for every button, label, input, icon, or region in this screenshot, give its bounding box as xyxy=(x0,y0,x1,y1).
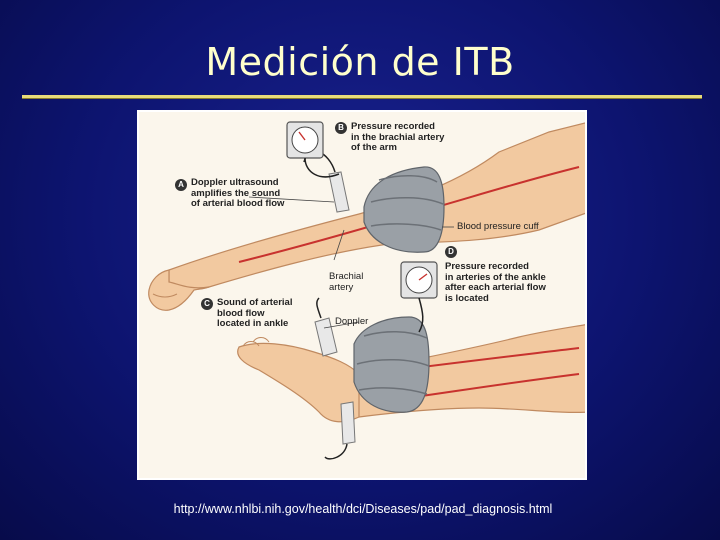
ankle-cuff xyxy=(353,316,430,413)
source-url[interactable]: http://www.nhlbi.nih.gov/health/dci/Dise… xyxy=(173,502,553,516)
callout-text-a: Doppler ultrasound amplifies the sound o… xyxy=(191,177,285,209)
callout-badge-d: D xyxy=(445,246,457,258)
callout-text-c: Sound of arterial blood flow located in … xyxy=(217,297,293,329)
title-divider xyxy=(22,95,702,99)
arm-pressure-gauge xyxy=(286,121,340,178)
callout-text-d: Pressure recorded in arteries of the ank… xyxy=(445,261,546,304)
arm-cuff xyxy=(363,166,445,253)
arm xyxy=(168,122,585,290)
slide-title: Medición de ITB xyxy=(205,40,515,84)
ankle-doppler-probe xyxy=(314,297,356,460)
abi-measurement-illustration: A Doppler ultrasound amplifies the sound… xyxy=(137,110,587,480)
callout-badge-b: B xyxy=(335,122,347,134)
brachial-artery-label: Brachial artery xyxy=(329,271,364,293)
callout-badge-a: A xyxy=(175,179,187,191)
callout-text-b: Pressure recorded in the brachial artery… xyxy=(351,121,445,153)
illustration-drawing xyxy=(148,121,585,460)
hand xyxy=(148,269,210,311)
arm-doppler-probe xyxy=(303,150,350,213)
doppler-label: Doppler xyxy=(335,316,369,327)
foot xyxy=(237,342,360,423)
callout-badge-c: C xyxy=(201,298,213,310)
cuff-label: Blood pressure cuff xyxy=(457,221,539,232)
ankle-pressure-gauge xyxy=(400,261,438,333)
